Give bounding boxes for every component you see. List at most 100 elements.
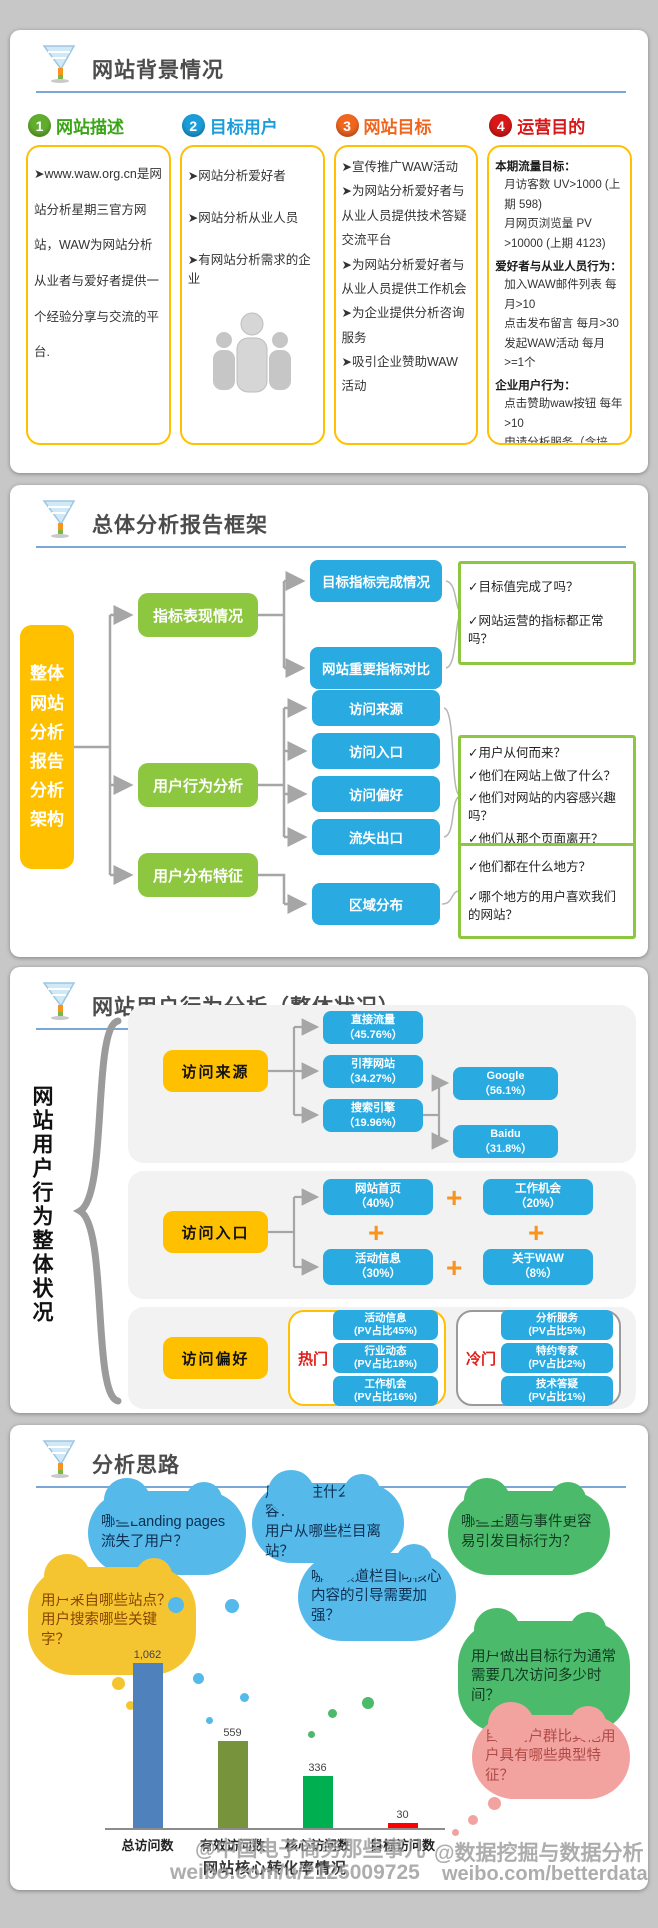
watermark-handle-2: @数据挖掘与数据分析 <box>434 1842 644 1865</box>
header-underline <box>36 91 626 93</box>
kpi-line: 加入WAW邮件列表 每月>10 <box>504 278 617 311</box>
column-target-users: 2 目标用户 ➤网站分析爱好者 ➤网站分析从业人员 ➤有网站分析需求的企业 <box>179 109 325 445</box>
question-line: ✓用户从何而来？ <box>468 746 566 760</box>
panel-visit-preference: 访问偏好 热门 活动信息 (PV占比45%) 行业动态 (PV占比18%) 工作… <box>128 1307 636 1409</box>
watermark-url-2: weibo.com/betterdata <box>442 1863 648 1885</box>
section-header: 分析思路 <box>10 1425 648 1483</box>
kpi-line: 月网页浏览量 PV >10000 (上期 4123) <box>504 218 606 251</box>
kpi-line: 发起WAW活动 每月>=1个 <box>504 337 605 370</box>
panel-entry-pages: 访问入口 网站首页 （40%） 工作机会 （20%） 活动信息 （30%） 关于… <box>128 1171 636 1299</box>
node-event-info: 活动信息 （30%） <box>323 1249 433 1285</box>
hot-item-industry-news: 行业动态 (PV占比18%) <box>333 1342 438 1374</box>
column-title: 运营目的 <box>517 118 586 137</box>
bar-group: 559 <box>190 1727 275 1828</box>
question-box-behavior: ✓用户从何而来？ ✓他们在网站上做了什么？ ✓他们对网站的内容感兴趣吗？ ✓他们… <box>458 735 636 857</box>
funnel-icon <box>42 500 76 538</box>
side-label-overall-behavior: 网站用户行为整体状况 <box>30 1085 53 1325</box>
column-site-goals: 3 网站目标 ➤宣传推广WAW活动 ➤为网站分析爱好者与从业人员提供技术答疑交流… <box>333 109 479 445</box>
kpi-group-heading: 企业用户行为： <box>495 379 576 392</box>
plus-sign: + <box>368 1217 385 1248</box>
bar-value-label: 336 <box>308 1762 327 1774</box>
node-job-opportunities: 工作机会 （20%） <box>483 1179 593 1215</box>
thought-bubble-user-traits: 目标用户群比其他用户具有哪些典型特征？ <box>472 1702 630 1799</box>
column-box: 本期流量目标： 月访客数 UV>1000 (上期 598) 月网页浏览量 PV … <box>487 145 632 445</box>
bar-group: 30 <box>360 1809 445 1828</box>
people-silhouette-icon <box>213 312 292 393</box>
column-title: 网站描述 <box>56 118 124 137</box>
node-entry-page: 访问入口 <box>312 733 440 769</box>
bubble-tail-dot <box>488 1797 501 1810</box>
background-columns: 1 网站描述 ➤www.waw.org.cn是网站分析星期三官方网站，WAW为网… <box>10 93 648 445</box>
chart-plot-area: 1,062 559 336 30 <box>105 1647 445 1830</box>
goal-item: ➤为企业提供分析咨询服务 <box>341 306 465 345</box>
node-google: Google （56.1%） <box>453 1067 558 1100</box>
thought-bubble-landing-pages: 哪些Landing pages 流失了用户？ <box>88 1478 246 1575</box>
bubble-tail-dot <box>225 1599 239 1613</box>
bubble-tail-dot <box>468 1815 478 1825</box>
node-referral-sites: 引荐网站 （34.27%） <box>323 1055 423 1088</box>
section-header: 网站背景情况 <box>10 30 648 88</box>
kpi-line: 点击赞助waw按钮 每年>10 <box>504 398 623 430</box>
column-site-description: 1 网站描述 ➤www.waw.org.cn是网站分析星期三官方网站，WAW为网… <box>26 109 171 445</box>
header-underline <box>36 546 626 548</box>
x-label: 目标访问数 <box>369 1838 435 1853</box>
target-user-item: ➤网站分析爱好者 <box>187 169 286 183</box>
thought-bubble-visits-to-goal: 用户做出目标行为通常需要几次访问多少时间？ <box>458 1608 630 1733</box>
bubble-tail-dot <box>206 1717 213 1724</box>
node-baidu: Baidu （31.8%） <box>453 1125 558 1158</box>
hot-items: 活动信息 (PV占比45%) 行业动态 (PV占比18%) 工作机会 (PV占比… <box>333 1309 438 1407</box>
plus-sign: + <box>446 1252 463 1283</box>
column-title: 目标用户 <box>209 118 278 137</box>
column-header: 2 目标用户 <box>181 113 325 138</box>
cold-item-experts: 特约专家 (PV占比2%) <box>501 1342 613 1374</box>
thought-bubble-channel-guidance: 哪些频道栏目向核心内容的引导需要加强？ <box>298 1540 456 1641</box>
x-label: 有效访问数 <box>199 1838 265 1853</box>
bubble-tail-dot <box>240 1693 249 1702</box>
bubble-tail-dot <box>126 1701 135 1710</box>
hot-item-jobs: 工作机会 (PV占比16%) <box>333 1376 438 1407</box>
column-header: 1 网站描述 <box>28 113 171 138</box>
bar-value-label: 30 <box>396 1809 409 1821</box>
section-title: 网站背景情况 <box>92 59 224 82</box>
bubble-tail-dot <box>362 1697 374 1709</box>
bubble-tail-dot <box>112 1677 125 1690</box>
goal-item: ➤宣传推广WAW活动 <box>341 160 458 174</box>
question-line: ✓他们都在什么地方？ <box>468 859 591 874</box>
group-label-traffic-source: 访问来源 <box>163 1050 268 1092</box>
section-analysis-ideas: 分析思路 哪些Landing pages 流失了用户？ 用户关注什么内容？ 用户… <box>10 1425 648 1890</box>
kpi-group-heading: 本期流量目标： <box>495 161 576 173</box>
funnel-icon <box>42 1440 76 1478</box>
column-header: 3 网站目标 <box>335 113 479 138</box>
bar-goal-visits <box>387 1823 418 1828</box>
target-user-item: ➤网站分析从业人员 <box>187 211 299 225</box>
bubble-tail-dot <box>193 1673 204 1684</box>
node-about-waw: 关于WAW （8%） <box>483 1249 593 1285</box>
goal-item: ➤吸引企业赞助WAW活动 <box>341 355 458 394</box>
question-line: ✓他们从那个页面离开？ <box>468 831 604 846</box>
cold-items: 分析服务 (PV占比5%) 特约专家 (PV占比2%) 技术答疑 (PV占比1%… <box>501 1309 613 1407</box>
number-badge: 2 <box>181 114 205 137</box>
kpi-line: 点击发布留言 每月>30 <box>504 318 619 331</box>
kpi-line: 月访客数 UV>1000 (上期 598) <box>504 179 621 211</box>
chart-x-axis-labels: 总访问数 有效访问数 核心访问数 目标访问数 <box>105 1830 445 1854</box>
question-line: ✓他们在网站上做了什么？ <box>468 768 616 783</box>
column-box: ➤网站分析爱好者 ➤网站分析从业人员 ➤有网站分析需求的企业 <box>179 145 325 445</box>
branch-user-behavior: 用户行为分析 <box>138 763 258 807</box>
number-badge: 1 <box>28 114 51 137</box>
hot-item-events: 活动信息 (PV占比45%) <box>333 1309 438 1340</box>
hot-content-box: 热门 活动信息 (PV占比45%) 行业动态 (PV占比18%) 工作机会 (P… <box>288 1309 446 1407</box>
group-label-visit-preference: 访问偏好 <box>163 1337 268 1379</box>
bar-group: 1,062 <box>105 1649 190 1828</box>
target-user-item: ➤有网站分析需求的企业 <box>187 253 311 286</box>
goal-item: ➤为网站分析爱好者与从业人员提供技术答疑交流平台 <box>341 184 467 248</box>
bar-value-label: 1,062 <box>133 1649 162 1661</box>
column-title: 网站目标 <box>363 118 432 137</box>
curly-brace <box>73 1017 122 1405</box>
conversion-funnel-chart: 1,062 559 336 30 总访问数 有效访问数 核心访问数 目标访问数 … <box>105 1647 445 1878</box>
funnel-icon <box>42 982 76 1020</box>
node-search-engines: 搜索引擎 （19.96%） <box>323 1099 423 1132</box>
bubble-tail-dot <box>168 1597 184 1613</box>
node-key-metric-comparison: 网站重要指标对比 <box>310 647 442 689</box>
node-homepage: 网站首页 （40%） <box>323 1179 433 1215</box>
kpi-group-heading: 爱好者与从业人员行为： <box>495 260 622 273</box>
